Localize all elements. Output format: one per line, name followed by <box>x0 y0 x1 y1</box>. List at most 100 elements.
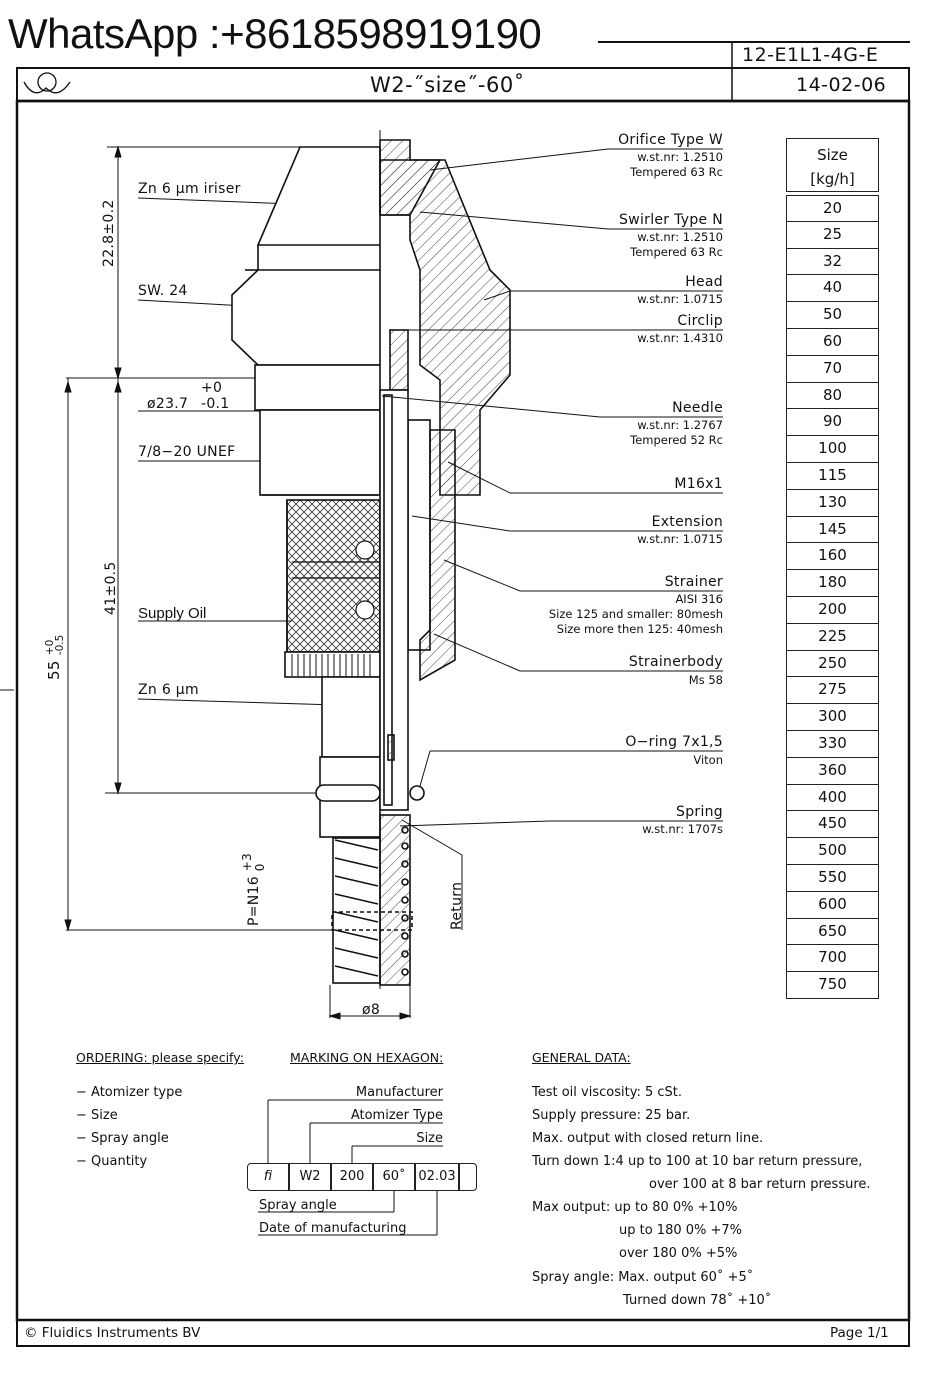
general-line: over 180 0% +5% <box>619 1246 738 1261</box>
label-sw24: SW. 24 <box>138 283 188 299</box>
pressure-label: P=N16 +3 0 <box>240 853 267 926</box>
marking-label-size: Size <box>416 1131 443 1146</box>
dim-total-tol-upper: +0 <box>43 639 56 656</box>
general-line: up to 180 0% +7% <box>619 1223 743 1238</box>
whatsapp-watermark: WhatsApp :+8618598919190 <box>8 10 542 57</box>
general-line: Test oil viscosity: 5 cSt. <box>532 1085 682 1100</box>
size-table-cell: 25 <box>786 221 879 249</box>
drawing-code: 12-E1L1-4G-E <box>742 44 879 66</box>
marking-label-date: Date of manufacturing <box>259 1221 407 1236</box>
drawing-date: 14-02-06 <box>796 74 887 96</box>
size-table-cell: 160 <box>786 543 879 571</box>
size-table-cell: 40 <box>786 275 879 303</box>
general-line: Max. output with closed return line. <box>532 1131 764 1146</box>
marking-cell-angle: 60˚ <box>373 1163 415 1191</box>
marking-heading: MARKING ON HEXAGON: <box>290 1050 444 1065</box>
callout-swirler-line1: w.st.nr: 1.2510 <box>637 230 723 244</box>
callout-strainer-title: Strainer <box>664 574 723 590</box>
size-table-cell: 100 <box>786 436 879 463</box>
size-table-cell: 700 <box>786 945 879 973</box>
callout-leaders <box>258 148 723 1236</box>
general-line: Spray angle: Max. output 60˚ +5˚ <box>532 1270 754 1285</box>
dim-height-upper: 22.8±0.2 <box>101 199 117 267</box>
size-table-cell: 500 <box>786 838 879 865</box>
label-zn-iriser: Zn 6 µm iriser <box>138 181 241 197</box>
general-line: Supply pressure: 25 bar. <box>532 1108 691 1123</box>
callout-swirler-line2: Tempered 63 Rc <box>630 245 723 259</box>
size-table-cell: 250 <box>786 650 879 678</box>
drawing-frame <box>15 41 911 1347</box>
callout-spring-line1: w.st.nr: 1707s <box>642 822 723 836</box>
size-table-cell: 750 <box>786 972 879 999</box>
callout-m16-title: M16x1 <box>674 476 723 492</box>
size-table-cell: 145 <box>786 516 879 544</box>
dim-diameter-tol-upper: +0 <box>201 380 223 396</box>
size-table-header: Size [kg/h] <box>786 138 879 192</box>
callout-strainer-line1: AISI 316 <box>675 592 723 606</box>
callout-oring-title: O−ring 7x1,5 <box>625 734 723 750</box>
ordering-item: − Quantity <box>76 1154 148 1169</box>
callout-orifice-title: Orifice Type W <box>618 132 723 148</box>
footer-page: Page 1/1 <box>830 1325 889 1341</box>
size-table-cell: 300 <box>786 704 879 731</box>
size-table-cell: 50 <box>786 302 879 329</box>
callout-head-title: Head <box>685 274 723 290</box>
label-thread: 7/8−20 UNEF <box>138 444 236 460</box>
size-table-cell: 32 <box>786 248 879 276</box>
dim-diameter-main: ø23.7 <box>147 396 189 412</box>
return-label: Return <box>449 881 465 930</box>
drawing-title: W2-˝size˝-60˚ <box>370 73 525 97</box>
marking-cell-type: W2 <box>289 1163 331 1191</box>
size-table-cell: 180 <box>786 570 879 597</box>
size-table-cell: 80 <box>786 382 879 410</box>
callout-oring-line1: Viton <box>693 753 723 767</box>
marking-cell-date: 02.03 <box>415 1163 459 1191</box>
size-table-cell: 275 <box>786 677 879 705</box>
general-line: Turn down 1:4 up to 100 at 10 bar return… <box>532 1154 863 1169</box>
size-table-cell: 330 <box>786 730 879 758</box>
general-line: Turned down 78˚ +10˚ <box>623 1293 772 1308</box>
size-table-cell: 200 <box>786 596 879 624</box>
size-table-cell: 450 <box>786 811 879 839</box>
size-table-cell: 60 <box>786 328 879 356</box>
size-header-line1: Size <box>817 146 848 164</box>
size-header-line2: [kg/h] <box>810 170 855 188</box>
callout-circlip-line1: w.st.nr: 1.4310 <box>637 331 723 345</box>
size-table-cell: 90 <box>786 409 879 437</box>
size-table-cell: 400 <box>786 784 879 812</box>
ordering-item: − Size <box>76 1108 118 1123</box>
marking-label-manufacturer: Manufacturer <box>355 1085 443 1100</box>
dim-height-mid: 41±0.5 <box>103 561 119 615</box>
footer-copyright: © Fluidics Instruments BV <box>24 1325 201 1341</box>
spring-coils <box>331 826 413 977</box>
size-table-cell: 20 <box>786 195 879 222</box>
size-table-cell: 650 <box>786 918 879 946</box>
callout-orifice-line2: Tempered 63 Rc <box>630 165 723 179</box>
size-table-cell: 70 <box>786 355 879 383</box>
callout-needle-title: Needle <box>672 400 723 416</box>
ordering-item: − Atomizer type <box>76 1085 183 1100</box>
callout-strainer-line2: Size 125 and smaller: 80mesh <box>548 607 723 621</box>
marking-label-spray-angle: Spray angle <box>259 1198 337 1213</box>
size-table-cell: 600 <box>786 891 879 919</box>
size-table-cell: 225 <box>786 623 879 651</box>
general-line: Max output: up to 80 0% +10% <box>532 1200 738 1215</box>
callout-strainer-line3: Size more then 125: 40mesh <box>556 622 723 636</box>
label-supply-oil: Supply Oil <box>138 605 207 622</box>
strainer-holes <box>355 540 375 620</box>
ordering-heading: ORDERING: please specify: <box>76 1050 244 1065</box>
callout-circlip-title: Circlip <box>677 313 723 329</box>
callout-strainerbody-line1: Ms 58 <box>688 673 723 687</box>
dim-total-height: 55 +0 -0.5 <box>43 635 66 680</box>
ordering-item: − Spray angle <box>76 1131 169 1146</box>
general-heading: GENERAL DATA: <box>532 1050 631 1065</box>
marking-cell-logo: fi <box>247 1163 289 1191</box>
pressure-base: 0 <box>253 863 267 872</box>
marking-label-atomizer-type: Atomizer Type <box>350 1108 443 1123</box>
pressure-text: P=N16 <box>246 876 262 926</box>
marking-cell-end <box>459 1163 477 1191</box>
callout-swirler-title: Swirler Type N <box>619 212 723 228</box>
